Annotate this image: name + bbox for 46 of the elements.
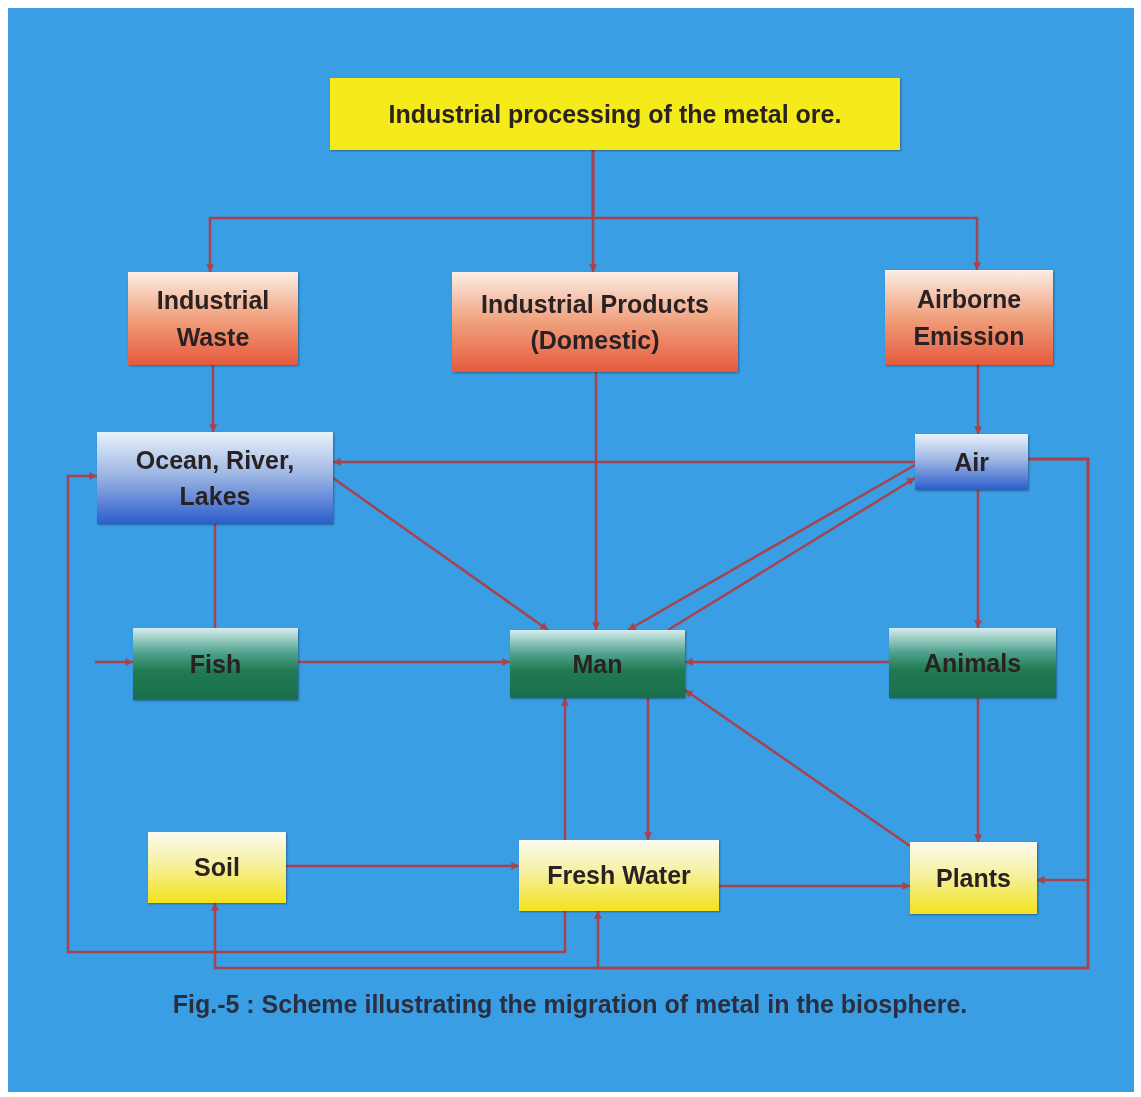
node-label: Plants [935,862,1012,894]
arrow [974,365,983,435]
process-box [885,270,1053,365]
arrow [298,657,511,666]
arrow [560,697,569,840]
arrow [974,698,983,843]
node-label: Animals [922,647,1023,679]
arrow [95,657,134,666]
process-box [510,630,685,698]
node-label: Fresh Water [546,860,692,892]
connector-line [213,524,217,628]
process-box [915,434,1028,490]
title-box [330,78,900,150]
arrow [684,688,911,848]
arrow [209,365,218,433]
node-label: Industrial processing of the metal ore. [387,98,843,130]
process-box [889,628,1056,698]
node-label: Industrial Products (Domestic) [480,288,710,356]
caption: Fig.-5 : Scheme illustrating the migration of metal in the biosphere. [171,990,969,1019]
process-box [128,272,298,365]
node-label: Ocean, River, Lakes [134,444,296,512]
arrow [591,150,982,271]
arrow [719,881,911,890]
process-box [133,628,298,700]
node-label: Air [953,446,990,478]
node-label: Industrial Waste [155,285,271,353]
node-label: Soil [193,852,241,884]
arrow [592,372,601,631]
arrow [593,457,1090,970]
arrow [974,490,983,629]
arrow [667,476,916,632]
node-label: Fish [188,648,243,680]
node-label: Airborne Emission [912,284,1026,352]
process-box [148,832,286,903]
node-label: Man [571,648,624,680]
arrow [627,463,916,632]
arrow [332,477,549,631]
arrow [644,698,653,841]
arrow [684,658,889,667]
arrow [332,458,915,467]
process-box [519,840,719,911]
arrow [286,861,520,870]
process-box [452,272,738,372]
process-box [97,432,333,524]
process-box [910,842,1037,914]
arrow [66,471,567,954]
